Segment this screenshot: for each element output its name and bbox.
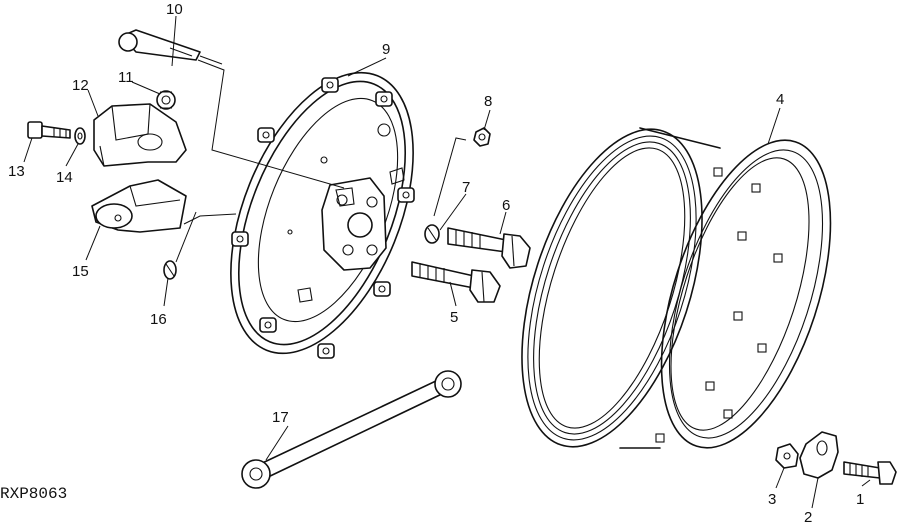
part-6-hex-bolt bbox=[447, 227, 531, 269]
rim-bolt-holes bbox=[655, 167, 783, 443]
callout-9: 9 bbox=[382, 41, 390, 58]
part-2-wheel-clamp bbox=[799, 431, 839, 479]
disc-bolt-bosses bbox=[231, 77, 415, 359]
part-11-nut bbox=[156, 90, 176, 110]
part-4-wheel-rim bbox=[521, 127, 832, 449]
part-5-hex-bolt bbox=[411, 261, 501, 303]
part-10-bolt bbox=[118, 29, 201, 61]
part-8-nut bbox=[473, 127, 491, 147]
callout-8: 8 bbox=[484, 93, 492, 110]
part-13-small-bolt bbox=[27, 121, 71, 139]
callout-labels: 10 11 12 13 14 15 16 9 8 7 6 5 4 17 1 2 … bbox=[8, 1, 864, 523]
part-16-lock-washer bbox=[163, 260, 177, 280]
part-12-upper-clamp bbox=[93, 103, 187, 167]
callout-10: 10 bbox=[166, 1, 183, 18]
callout-17: 17 bbox=[272, 409, 289, 426]
callout-16: 16 bbox=[150, 311, 167, 328]
callout-15: 15 bbox=[72, 263, 89, 280]
callout-1: 1 bbox=[856, 491, 864, 508]
callout-leaders bbox=[23, 15, 871, 509]
part-17-brace-rod bbox=[241, 370, 462, 489]
figure-code: RXP8063 bbox=[0, 485, 67, 503]
part-14-washer bbox=[74, 127, 86, 145]
part-7-lock-washer bbox=[424, 224, 440, 244]
callout-14: 14 bbox=[56, 169, 73, 186]
part-3-nut bbox=[775, 443, 799, 469]
callout-7: 7 bbox=[462, 179, 470, 196]
callout-11: 11 bbox=[118, 69, 134, 86]
callout-12: 12 bbox=[72, 77, 89, 94]
callout-6: 6 bbox=[502, 197, 510, 214]
assembly-lines bbox=[175, 55, 467, 263]
part-1-wheel-bolt bbox=[843, 461, 897, 485]
callout-4: 4 bbox=[776, 91, 784, 108]
callout-2: 2 bbox=[804, 509, 812, 523]
callout-13: 13 bbox=[8, 163, 25, 180]
part-15-lower-clamp bbox=[91, 179, 187, 233]
part-9-wheel-disc bbox=[230, 71, 415, 359]
callout-5: 5 bbox=[450, 309, 458, 326]
callout-3: 3 bbox=[768, 491, 776, 508]
